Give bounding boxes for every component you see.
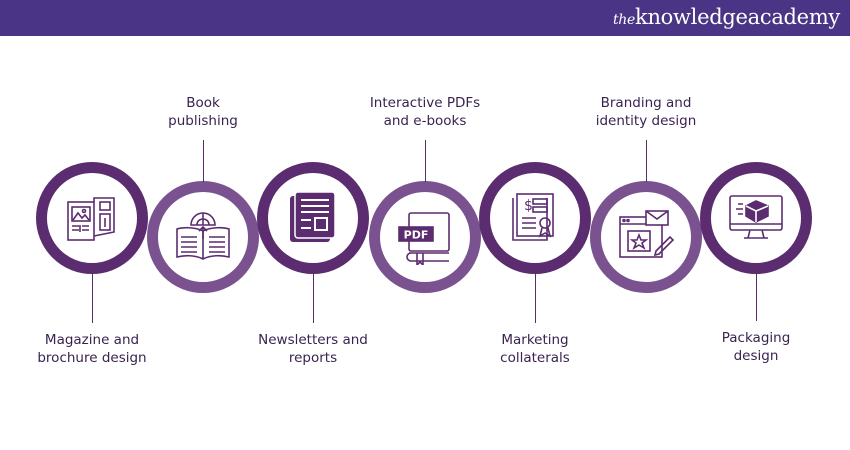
connector-line: [313, 273, 314, 323]
logo: theknowledgeacademy: [612, 5, 840, 29]
step-magazine-circle: [36, 162, 148, 274]
header-bar: theknowledgeacademy: [0, 0, 850, 36]
connector-line: [425, 140, 426, 182]
newsletter-icon: [290, 191, 336, 242]
magazine-icon: [67, 197, 115, 241]
step-packaging-circle: [700, 162, 812, 274]
connector-line: [756, 273, 757, 321]
step-marketing-circle: $: [479, 162, 591, 274]
step-newsletter-circle: [257, 162, 369, 274]
svg-text:PDF: PDF: [404, 229, 429, 242]
step-book-circle: [147, 181, 259, 293]
branding-icon: [619, 210, 675, 258]
step-pdf-circle: PDF: [369, 181, 481, 293]
monitor-box-icon: [729, 195, 783, 239]
connector-line: [535, 273, 536, 323]
step-branding-circle: [590, 181, 702, 293]
svg-text:$: $: [524, 198, 533, 214]
book-globe-icon: [176, 212, 230, 260]
connector-line: [203, 140, 204, 182]
pdf-book-icon: PDF: [398, 212, 450, 265]
connector-line: [646, 140, 647, 182]
marketing-document-icon: $: [512, 193, 554, 241]
connector-line: [92, 273, 93, 323]
